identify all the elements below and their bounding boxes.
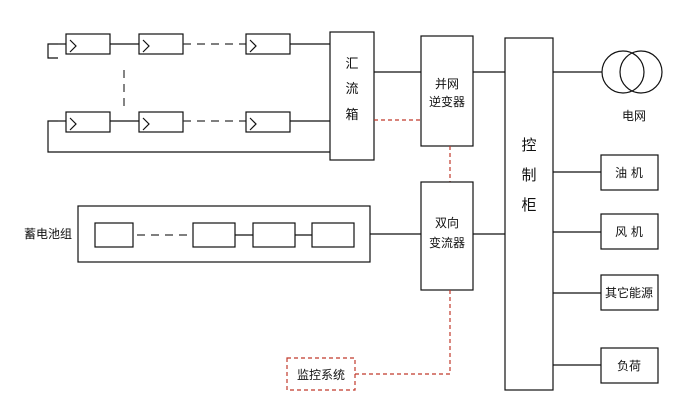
- diesel-generator: 油 机: [600, 154, 659, 191]
- pv-panel: [138, 111, 184, 133]
- pv-panel: [138, 33, 184, 55]
- other-energy-label: 其它能源: [605, 285, 653, 300]
- inverter-label-1: 并网: [435, 77, 459, 91]
- monitoring-system-label: 监控系统: [297, 368, 345, 382]
- combiner-box-label-1: 汇: [345, 57, 358, 72]
- diesel-generator-label: 油 机: [615, 166, 643, 180]
- pv-string-top: [58, 33, 330, 55]
- grid-transformer-icon: [601, 50, 663, 94]
- load: 负荷: [600, 347, 659, 384]
- pv-string-bus-bottom: [47, 120, 330, 153]
- grid-label: 电网: [622, 109, 646, 123]
- wind-turbine-label: 风 机: [615, 225, 643, 239]
- pv-panel: [245, 33, 291, 55]
- battery-cell: [94, 222, 134, 248]
- control-cabinet: 控 制 柜: [504, 37, 554, 391]
- other-energy: 其它能源: [600, 274, 659, 311]
- monitoring-system: 监控系统: [286, 357, 356, 391]
- load-label: 负荷: [617, 359, 641, 373]
- pv-panel: [65, 111, 111, 133]
- wind-turbine: 风 机: [600, 213, 659, 250]
- pv-panel: [245, 111, 291, 133]
- battery-cell: [192, 222, 236, 248]
- inverter-label-2: 逆变器: [429, 94, 465, 109]
- combiner-box-label-2: 流: [345, 82, 358, 97]
- pv-string-bus-top: [47, 43, 58, 59]
- control-cabinet-label-1: 控: [521, 136, 536, 154]
- control-cabinet-label-3: 柜: [521, 196, 536, 214]
- control-cabinet-label-2: 制: [521, 166, 536, 184]
- converter-label-2: 变流器: [429, 235, 465, 250]
- bidirectional-converter: 双向 变流器: [420, 181, 474, 291]
- battery-group: [77, 205, 371, 263]
- battery-cell: [252, 222, 296, 248]
- grid-tie-inverter: 并网 逆变器: [420, 35, 474, 147]
- pv-panel-marks: [69, 39, 257, 131]
- converter-label-1: 双向: [435, 215, 459, 230]
- pv-string-bottom: [58, 111, 330, 133]
- battery-cell: [311, 222, 355, 248]
- combiner-box-label-3: 箱: [345, 107, 358, 123]
- battery-group-label: 蓄电池组: [24, 227, 72, 241]
- pv-panel: [65, 33, 111, 55]
- pv-array: [47, 33, 330, 153]
- combiner-box: 汇 流 箱: [329, 31, 375, 161]
